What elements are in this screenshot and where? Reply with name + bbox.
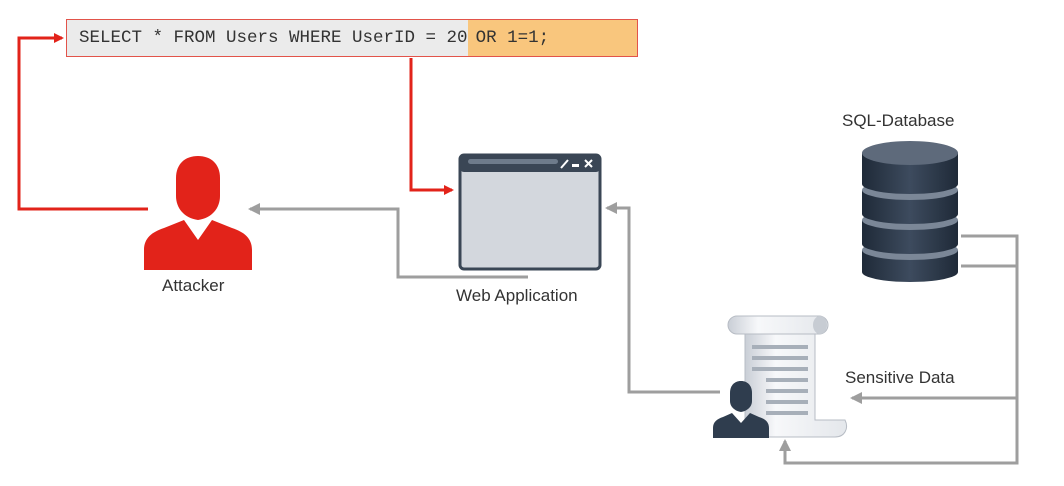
sensitive-data-label: Sensitive Data <box>845 368 955 387</box>
flow-line-data-to-webapp <box>605 202 720 394</box>
web-application-window-icon <box>458 153 602 271</box>
attacker-person-icon <box>144 156 252 270</box>
attacker-label: Attacker <box>162 276 225 295</box>
attack-line-query-to-attacker <box>17 33 148 211</box>
flow-line-db-to-data-lower <box>779 264 1019 465</box>
data-owner-person-icon <box>713 381 769 438</box>
sensitive-data-scroll-icon <box>713 315 848 438</box>
web-application-label: Web Application <box>456 286 578 305</box>
sql-database-icon <box>862 141 958 282</box>
sql-database-label: SQL-Database <box>842 111 955 130</box>
sql-query-box: SELECT * FROM Users WHERE UserID = 20 OR… <box>66 19 638 57</box>
attack-line-query-to-webapp <box>409 58 454 195</box>
sql-injected-fragment: OR 1=1; <box>467 20 637 56</box>
sql-query-main: SELECT * FROM Users WHERE UserID = 20 <box>79 28 468 48</box>
flow-line-webapp-to-attacker <box>248 203 528 279</box>
